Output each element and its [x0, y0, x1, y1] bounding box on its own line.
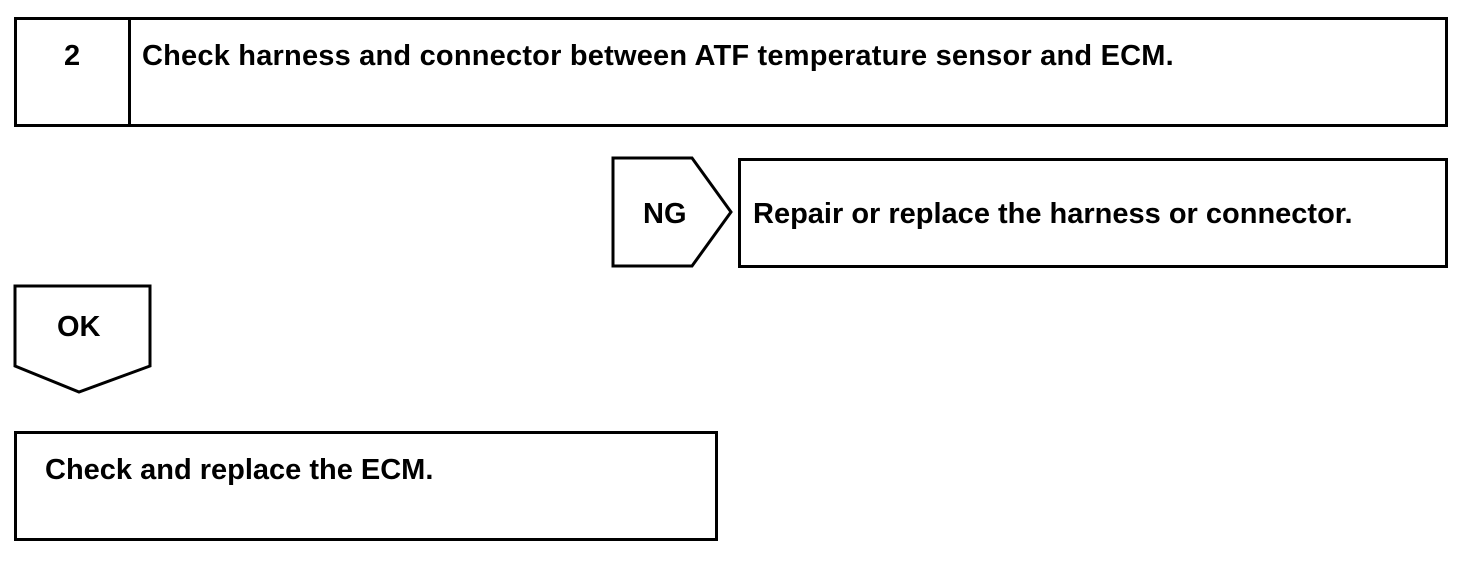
ng-action-box — [738, 158, 1448, 268]
step-title: Check harness and connector between ATF … — [142, 40, 1174, 72]
ok-action-text: Check and replace the ECM. — [45, 454, 434, 486]
step-number-divider — [128, 20, 131, 124]
step-number: 2 — [64, 40, 81, 72]
ok-label: OK — [57, 311, 101, 343]
ok-action-box — [14, 431, 718, 541]
ng-label: NG — [643, 198, 687, 230]
step-box — [14, 17, 1448, 127]
ng-action-text: Repair or replace the harness or connect… — [753, 198, 1353, 230]
